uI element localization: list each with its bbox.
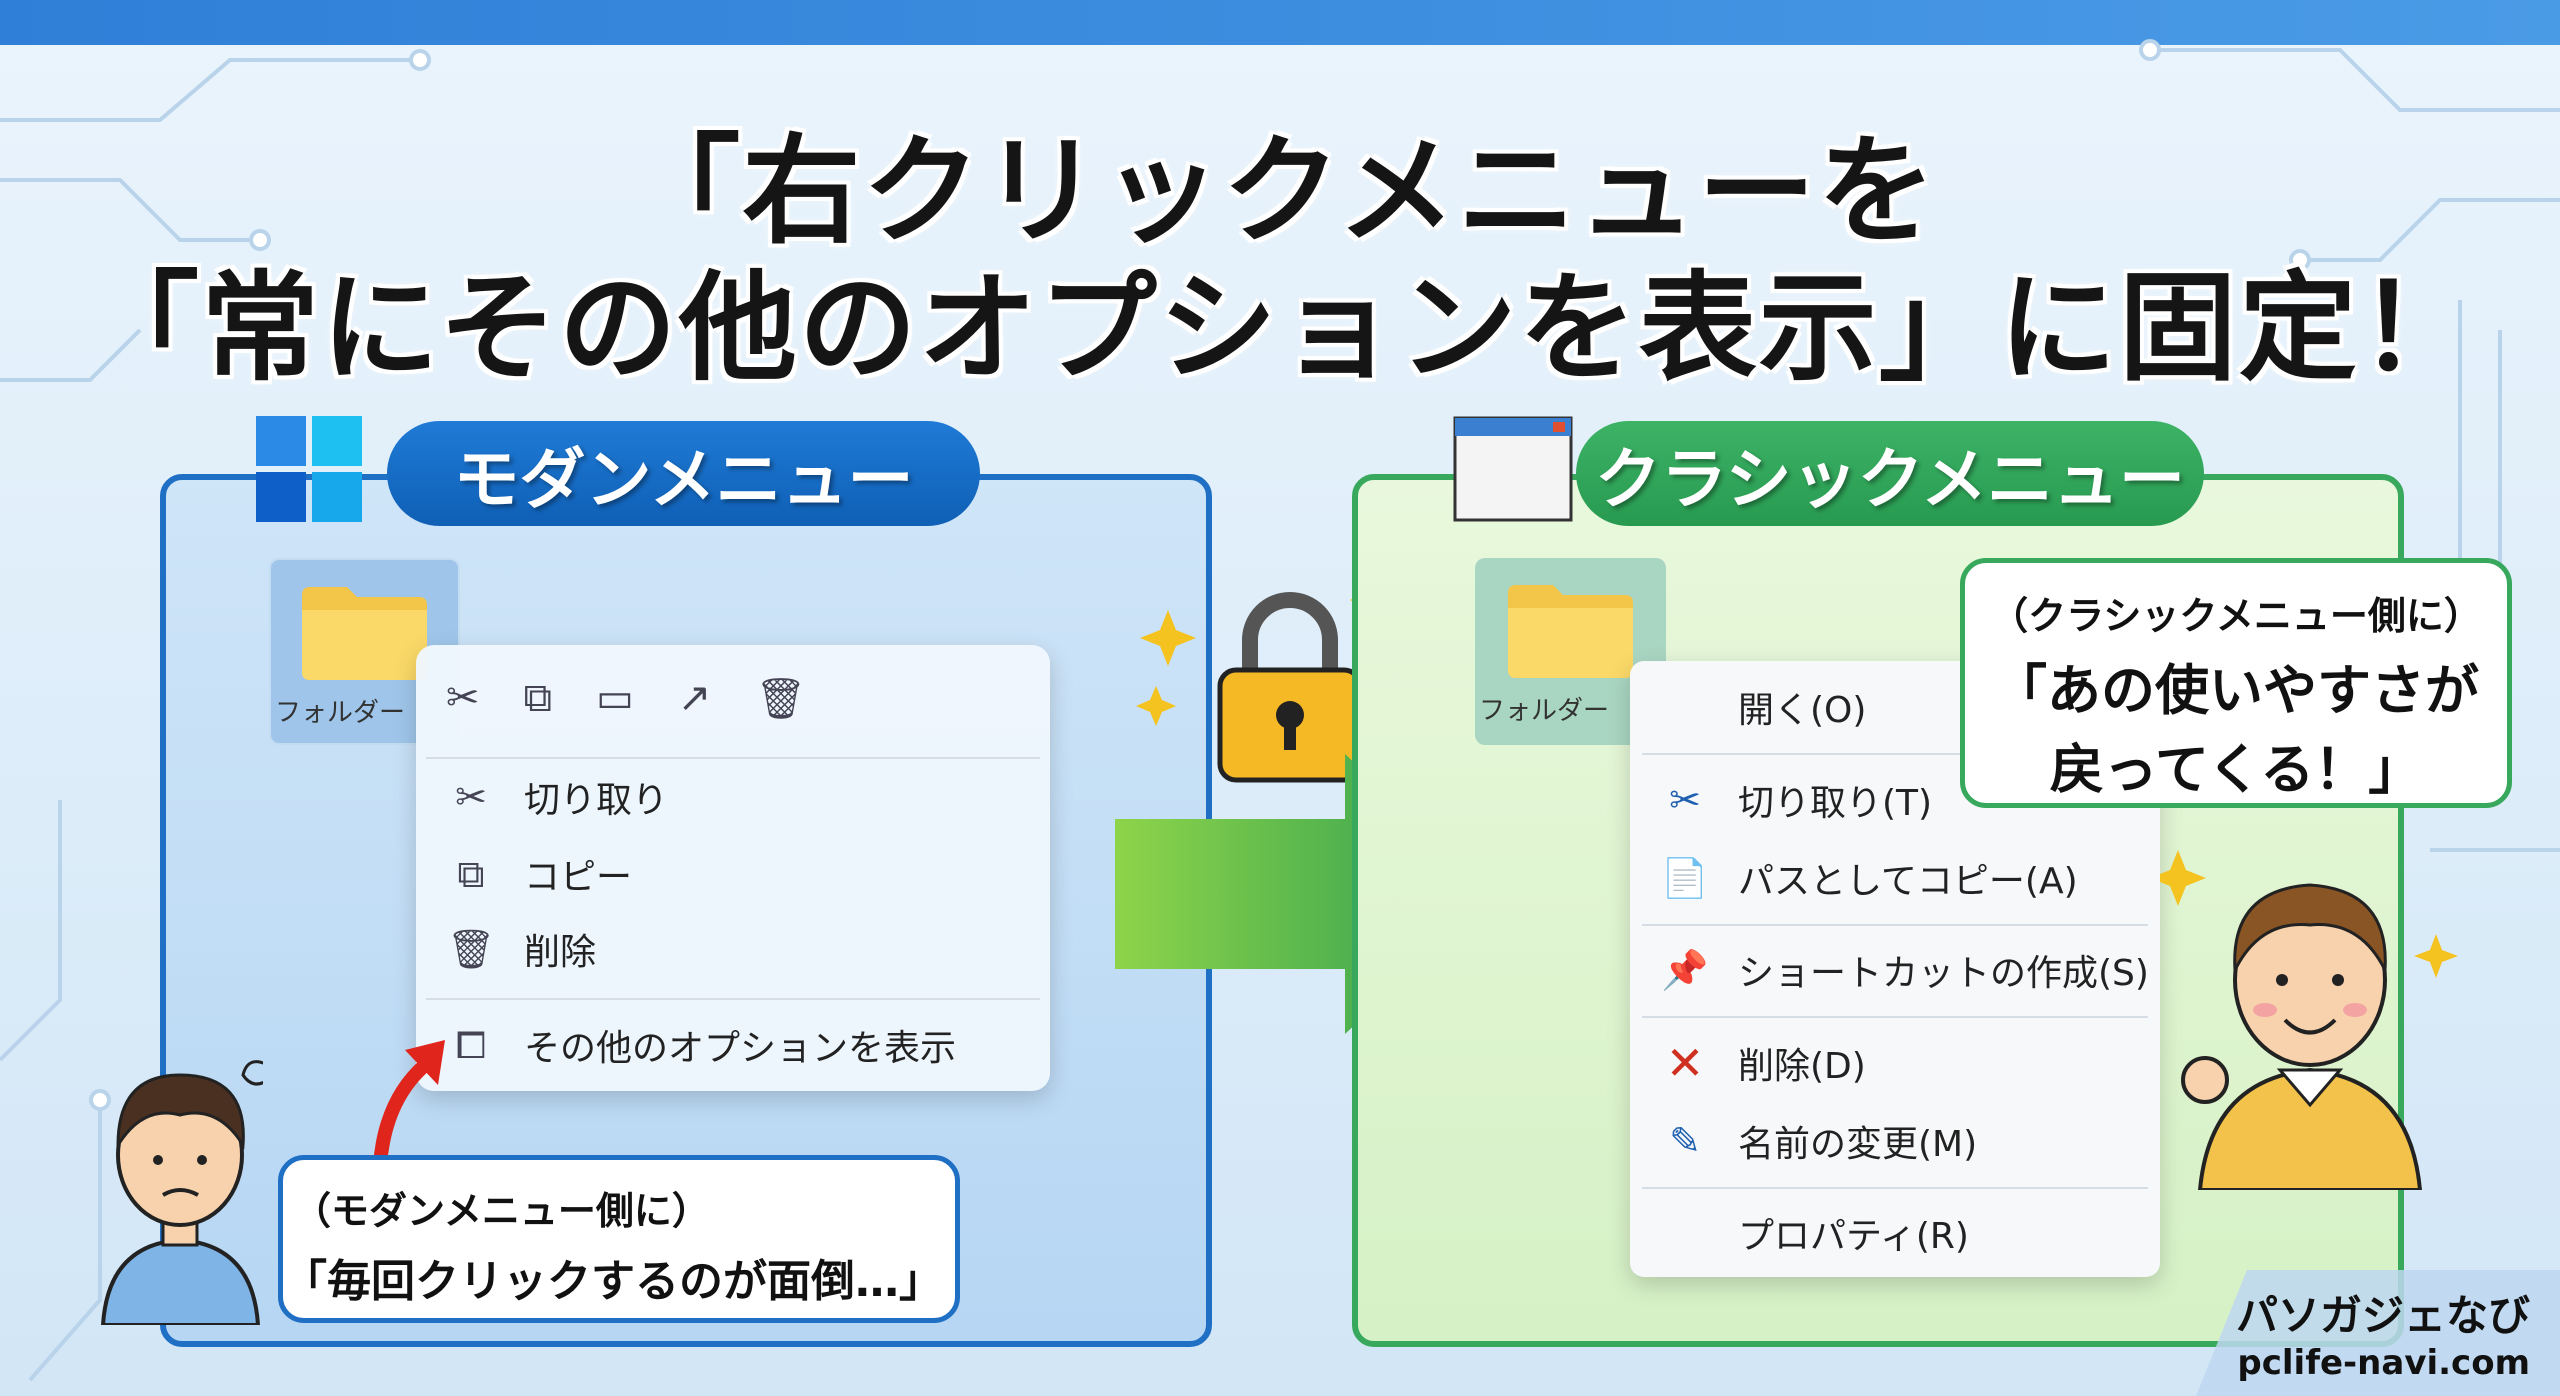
blank-icon: [1660, 682, 1710, 732]
open-external-icon: ⧠: [455, 1022, 487, 1067]
bubble-text-line: 「毎回クリックするのが面倒…」: [283, 1256, 943, 1307]
watermark-brand: パソガジェなび: [2235, 1291, 2530, 1340]
cut-icon: ✂: [1669, 778, 1701, 822]
folder-label: フォルダー: [275, 698, 406, 728]
bubble-text-line: 「あの使いやすさが: [1993, 659, 2479, 722]
menu-item-cut[interactable]: ✂ 切り取り: [446, 767, 668, 827]
modern-context-menu: ✂ ⧉ ▭ ↗ 🗑 ✂ 切り取り ⧉ コピー 🗑 削除 ⧠ その他のオプションを表示: [416, 645, 1050, 1091]
copy-icon[interactable]: ⧉: [523, 675, 553, 721]
menu-item-delete[interactable]: ✕ 削除(D): [1660, 1033, 1866, 1093]
menu-item-label: 名前の変更(M): [1738, 1124, 1978, 1165]
menu-item-label: その他のオプションを表示: [524, 1028, 957, 1069]
lock-icon: [1136, 570, 1400, 783]
menu-item-label: ショートカットの作成(S): [1738, 953, 2149, 994]
modern-menu-header: モダンメニュー: [387, 421, 980, 526]
top-banner-bar: [0, 0, 2560, 45]
cut-icon: ✂: [455, 775, 487, 819]
menu-item-create-shortcut[interactable]: 📌 ショートカットの作成(S): [1660, 940, 2149, 1000]
menu-item-label: パスとしてコピー(A): [1738, 861, 2078, 902]
bubble-text-line: （モダンメニュー側に）: [293, 1189, 710, 1233]
menu-item-label: 切り取り(T): [1738, 783, 1933, 824]
menu-divider: [426, 998, 1040, 1000]
windows-logo-icon: [256, 416, 362, 522]
menu-item-copy-as-path[interactable]: 📄 パスとしてコピー(A): [1660, 848, 2078, 908]
menu-divider: [1642, 753, 2148, 755]
menu-item-open[interactable]: 開く(O): [1660, 677, 1866, 737]
frustrated-person-illustration: [100, 1060, 263, 1325]
menu-item-label: 削除: [524, 932, 597, 973]
folder-label: フォルダー: [1479, 696, 1610, 726]
delete-icon[interactable]: 🗑: [755, 676, 807, 722]
classic-speech-bubble: （クラシックメニュー側に） 「あの使いやすさが 戻ってくる！」: [1960, 558, 2512, 808]
menu-divider: [426, 757, 1040, 759]
site-watermark: パソガジェなび pclife-navi.com: [2196, 1270, 2560, 1396]
share-icon[interactable]: ↗: [677, 675, 712, 721]
bubble-text-line: 戻ってくる！」: [2049, 738, 2423, 801]
folder-icon: [302, 587, 427, 680]
menu-divider: [1642, 1187, 2148, 1189]
title-line-2: 「常にその他のオプションを表示」に固定！: [81, 259, 2479, 397]
menu-item-label: 開く(O): [1738, 690, 1867, 731]
rename-icon[interactable]: ▭: [596, 675, 634, 721]
menu-item-rename[interactable]: ✎ 名前の変更(M): [1660, 1111, 1977, 1171]
rename-icon: ✎: [1669, 1119, 1701, 1163]
menu-item-show-more-options[interactable]: ⧠ その他のオプションを表示: [446, 1015, 956, 1075]
pin-icon: 📌: [1661, 947, 1709, 992]
menu-item-label: 削除(D): [1738, 1046, 1866, 1087]
menu-item-properties[interactable]: プロパティ(R): [1660, 1203, 1969, 1263]
modern-toolbar: ✂ ⧉ ▭ ↗ 🗑: [446, 675, 806, 722]
folder-icon: [1508, 585, 1633, 678]
copy-icon: ⧉: [457, 851, 485, 896]
blank-icon: [1660, 1208, 1710, 1258]
menu-item-label: プロパティ(R): [1738, 1216, 1969, 1257]
menu-divider: [1642, 924, 2148, 926]
classic-menu-header: クラシックメニュー: [1576, 421, 2204, 526]
happy-person-illustration: [2160, 850, 2458, 1190]
trash-icon: 🗑: [446, 926, 496, 971]
menu-item-label: 切り取り: [524, 780, 669, 821]
red-x-icon: ✕: [1665, 1036, 1705, 1090]
bubble-text-line: （クラシックメニュー側に）: [1990, 594, 2482, 638]
title-line-1: 「右クリックメニューを: [622, 122, 1938, 260]
cut-icon[interactable]: ✂: [446, 675, 480, 721]
menu-item-cut[interactable]: ✂ 切り取り(T): [1660, 770, 1932, 830]
red-pointer-arrow: [373, 1040, 445, 1166]
copy-path-icon: 📄: [1661, 855, 1709, 900]
classic-window-icon: [1453, 416, 1573, 522]
menu-item-copy[interactable]: ⧉ コピー: [446, 844, 632, 904]
modern-speech-bubble: （モダンメニュー側に） 「毎回クリックするのが面倒…」: [278, 1155, 960, 1323]
watermark-url: pclife-navi.com: [2237, 1343, 2530, 1383]
menu-divider: [1642, 1016, 2148, 1018]
menu-item-label: コピー: [524, 857, 633, 898]
menu-item-delete[interactable]: 🗑 削除: [446, 919, 596, 979]
